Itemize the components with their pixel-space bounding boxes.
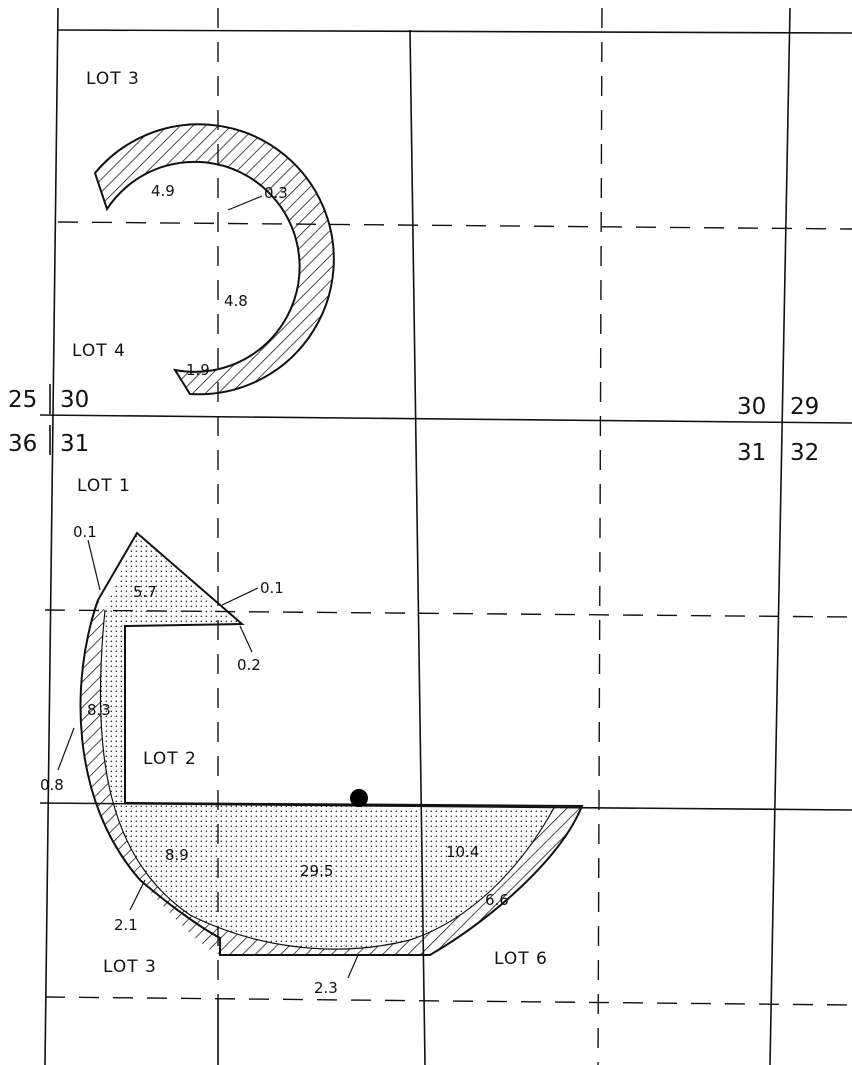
upper-arc-shape [93, 123, 335, 396]
area-label-notch: 0.2 [237, 656, 261, 674]
section-number-36: 36 [8, 431, 37, 457]
area-label-right-strip: 6.6 [485, 891, 509, 909]
section-number-30-right: 30 [737, 394, 766, 420]
lower-parcel [79, 531, 584, 956]
section-line-middle [39, 414, 852, 424]
section-number-32: 32 [790, 440, 819, 466]
area-label-left-edge: 0.8 [40, 776, 64, 794]
leader-arc-callout [227, 195, 263, 211]
sixteenth-line-h3 [44, 996, 852, 1006]
leader-tri-tip [221, 587, 259, 606]
area-label-arc-callout: 0.3 [264, 184, 288, 202]
section-number-31-right: 31 [737, 440, 766, 466]
lot-label-lot1: LOT 1 [77, 476, 131, 496]
parcel-outline [79, 531, 584, 956]
lot-label-lot2: LOT 2 [143, 749, 197, 769]
leader-bottom-left-strip [129, 879, 146, 911]
sixteenth-line-h1 [57, 221, 852, 230]
area-label-bottom-strip: 2.3 [314, 979, 338, 997]
leader-left-edge [57, 727, 75, 771]
section-number-31-left: 31 [60, 431, 89, 457]
section-number-30-left: 30 [60, 387, 89, 413]
area-label-arc-bottom: 1.9 [186, 361, 210, 379]
area-label-bottom-left-strip: 2.1 [114, 916, 138, 934]
dotted-area [100, 533, 556, 950]
lot-label-bottom-lot3: LOT 3 [103, 957, 157, 977]
area-label-main: 29.5 [300, 862, 333, 880]
leader-notch [239, 625, 253, 653]
lot-label-top-lot3: LOT 3 [86, 69, 140, 89]
area-label-arc-top: 4.9 [151, 182, 175, 200]
area-label-bottom-left: 8.9 [165, 846, 189, 864]
area-label-tri-edge: 0.1 [73, 523, 97, 541]
lot-label-top-lot4: LOT 4 [72, 341, 126, 361]
area-labels: 4.9 0.3 4.8 1.9 0.1 5.7 0.1 0.2 8.3 0.8 … [40, 182, 509, 997]
area-label-tri-tip: 0.1 [260, 579, 284, 597]
leader-bottom-strip [347, 954, 359, 979]
upper-arc-parcel [93, 123, 335, 396]
callout-leaders [57, 195, 359, 979]
area-label-left-band: 8.3 [87, 701, 111, 719]
area-label-tri-area: 5.7 [133, 583, 157, 601]
section-number-25: 25 [8, 387, 37, 413]
section-number-29: 29 [790, 394, 819, 420]
section-line-top [57, 29, 852, 34]
section-numbers: 25 30 36 31 30 29 31 32 [8, 384, 819, 466]
inner-curve [99, 609, 556, 950]
area-label-bottom-right: 10.4 [446, 843, 479, 861]
area-label-arc-mid: 4.8 [224, 292, 248, 310]
monument-marker [350, 789, 368, 807]
leader-tri-edge [87, 539, 101, 591]
lot-label-lot6: LOT 6 [494, 949, 548, 969]
section-line-right [769, 7, 791, 1065]
sixteenth-line-v2 [597, 7, 603, 1065]
section-line-left [44, 7, 59, 1065]
lot-labels: LOT 3 LOT 4 LOT 1 LOT 2 LOT 3 LOT 6 [72, 69, 548, 977]
